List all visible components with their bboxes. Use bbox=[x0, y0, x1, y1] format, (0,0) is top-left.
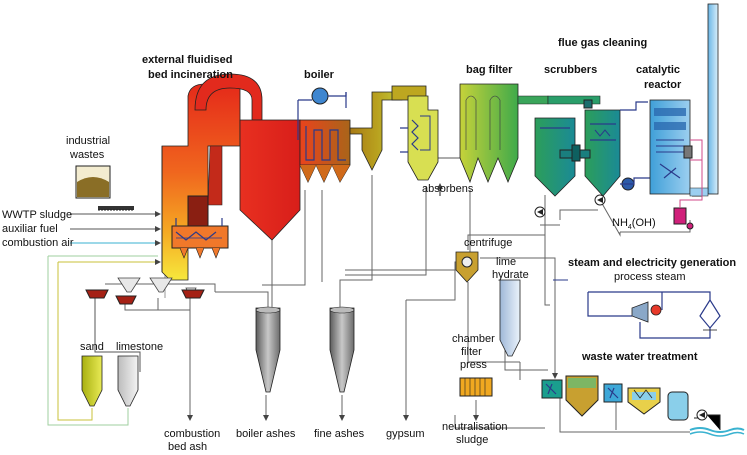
label-boiler-ashes: boiler ashes bbox=[236, 428, 296, 440]
label-fine-ashes: fine ashes bbox=[314, 428, 365, 440]
bag-filter bbox=[459, 83, 549, 184]
label-external-fb-1: external fluidised bbox=[142, 54, 232, 66]
label-chamber-2: filter bbox=[461, 346, 482, 358]
label-waste-water: waste water treatment bbox=[581, 351, 698, 363]
label-chamber-3: press bbox=[460, 359, 487, 371]
catalytic-reactor bbox=[649, 99, 703, 197]
label-neutral-2: sludge bbox=[456, 434, 488, 446]
stack bbox=[689, 3, 719, 197]
label-combustion-air: combustion air bbox=[2, 237, 74, 249]
chamber-filter-press bbox=[459, 377, 493, 397]
centrifuge bbox=[455, 251, 479, 283]
label-auxiliar-fuel: auxiliar fuel bbox=[2, 223, 58, 235]
label-industrial-1: industrial bbox=[66, 135, 110, 147]
label-bag-filter: bag filter bbox=[466, 64, 513, 76]
lime-silo bbox=[499, 279, 521, 357]
label-absorbens: absorbens bbox=[422, 183, 474, 195]
limestone-silo bbox=[117, 355, 139, 407]
label-industrial-2: wastes bbox=[69, 149, 105, 161]
label-centrifuge: centrifuge bbox=[464, 237, 512, 249]
labels: external fluidised bed incineration boil… bbox=[2, 37, 736, 453]
steam-generation bbox=[587, 291, 721, 339]
label-combustion-ash-2: bed ash bbox=[168, 441, 207, 453]
feed-lines bbox=[47, 211, 166, 426]
label-catalytic-2: reactor bbox=[644, 79, 682, 91]
scrubbers bbox=[534, 95, 621, 218]
label-neutral-1: neutralisation bbox=[442, 421, 507, 433]
label-combustion-ash-1: combustion bbox=[164, 428, 220, 440]
label-external-fb-2: bed incineration bbox=[148, 69, 233, 81]
label-nh4oh: NH4(OH) bbox=[612, 217, 656, 231]
flue-to-catalytic bbox=[620, 101, 650, 191]
label-boiler: boiler bbox=[304, 69, 335, 81]
label-wwtp-sludge: WWTP sludge bbox=[2, 209, 72, 221]
waste-water-plant bbox=[541, 375, 745, 437]
duct-to-bag bbox=[438, 150, 463, 159]
external-heat-exchanger bbox=[171, 195, 229, 259]
label-lime-1: lime bbox=[496, 256, 516, 268]
label-sand: sand bbox=[80, 341, 104, 353]
boiler-ash-silo bbox=[255, 306, 281, 393]
ammonia-tank bbox=[673, 160, 703, 230]
ash-pipes bbox=[105, 175, 691, 433]
label-flue-gas-cleaning: flue gas cleaning bbox=[558, 37, 647, 49]
spray-absorber bbox=[400, 95, 439, 181]
label-scrubbers: scrubbers bbox=[544, 64, 597, 76]
label-lime-2: hydrate bbox=[492, 269, 529, 281]
label-gypsum: gypsum bbox=[386, 428, 425, 440]
label-process-steam: process steam bbox=[614, 271, 686, 283]
fine-ash-silo bbox=[329, 306, 355, 393]
label-steam-title: steam and electricity generation bbox=[568, 257, 736, 269]
industrial-waste-bin bbox=[75, 165, 134, 211]
label-catalytic-1: catalytic bbox=[636, 64, 680, 76]
label-limestone: limestone bbox=[116, 341, 163, 353]
boiler bbox=[297, 87, 351, 183]
screw-conveyors bbox=[85, 289, 205, 305]
sand-silo bbox=[81, 355, 103, 407]
label-chamber-1: chamber bbox=[452, 333, 495, 345]
